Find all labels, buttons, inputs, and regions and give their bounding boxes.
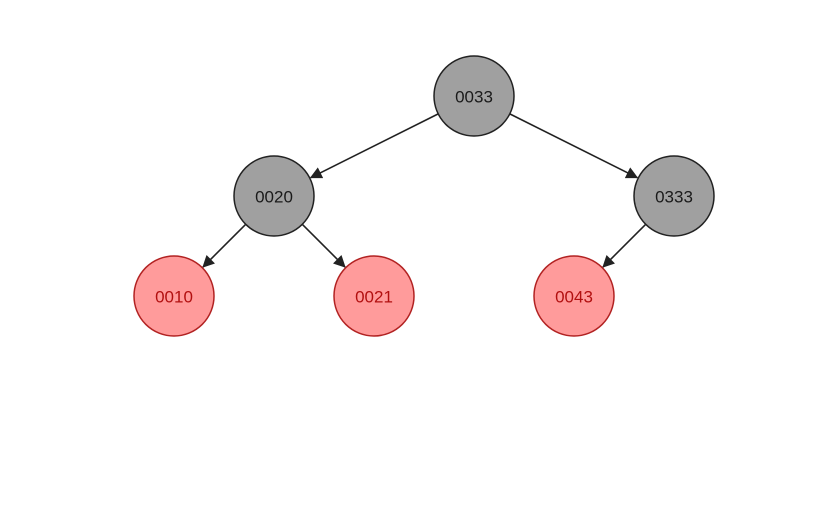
node-label: 0020 [255, 188, 293, 207]
black-node-circle [233, 155, 315, 237]
edge-0033-to-0333 [509, 113, 639, 179]
edge-0020-to-0010 [202, 223, 247, 268]
black-node-circle [433, 55, 515, 137]
tree-node-0010: 0010 [133, 255, 215, 337]
node-label: 0021 [355, 288, 393, 307]
tree-node-0333: 0333 [633, 155, 715, 237]
node-label: 0043 [555, 288, 593, 307]
tree-node-0033: 0033 [433, 55, 515, 137]
node-label: 0333 [655, 188, 693, 207]
edge-0333-to-0043 [602, 223, 647, 268]
tree-node-0043: 0043 [533, 255, 615, 337]
black-node-circle [633, 155, 715, 237]
edge-0033-to-0020 [309, 113, 439, 179]
node-label: 0033 [455, 88, 493, 107]
edges-layer [202, 113, 647, 268]
tree-node-0020: 0020 [233, 155, 315, 237]
red-node-circle [533, 255, 615, 337]
edge-0020-to-0021 [301, 223, 346, 268]
red-node-circle [333, 255, 415, 337]
tree-node-0021: 0021 [333, 255, 415, 337]
red-node-circle [133, 255, 215, 337]
nodes-layer: 0033 0020 0333 0010 0021 0043 [133, 55, 715, 337]
node-label: 0010 [155, 288, 193, 307]
